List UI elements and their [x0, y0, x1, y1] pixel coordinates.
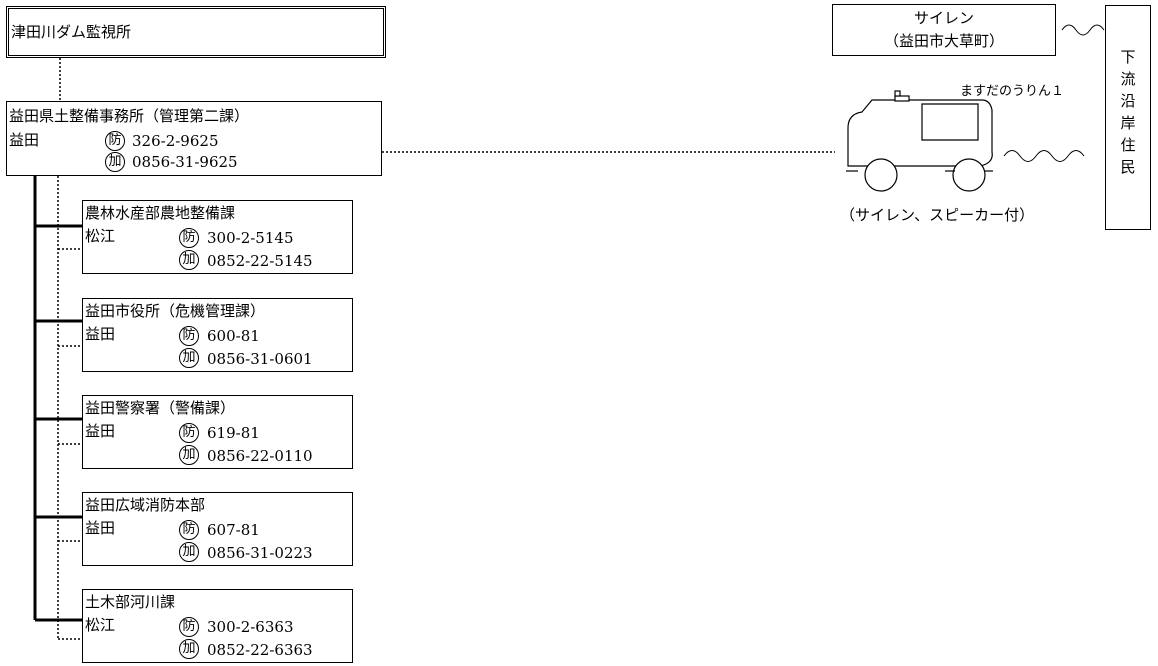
siren-label: サイレン	[913, 9, 974, 27]
contact-name: 益田市役所（危機管理課）	[85, 302, 266, 320]
monitor-title: 津田川ダム監視所	[11, 23, 132, 41]
contact-phone-secondary: 0856-31-0223	[207, 544, 313, 562]
residents-char: 下	[1120, 48, 1136, 66]
contact-phone-secondary: 0856-31-0601	[207, 350, 313, 368]
office-name: 益田県土整備事務所（管理第二課）	[9, 107, 250, 125]
residents-char: 住	[1120, 136, 1136, 154]
contact-box-0: 農林水産部農地整備課 松江 防 300-2-5145 加 0852-22-514…	[82, 200, 353, 274]
contact-phone-secondary: 0852-22-5145	[207, 252, 313, 270]
phone-mark-icon: 防	[105, 131, 125, 151]
contact-name: 土木部河川課	[85, 593, 176, 611]
contact-location: 益田	[85, 519, 116, 537]
phone-mark-icon: 加	[179, 348, 199, 368]
contact-name: 農林水産部農地整備課	[85, 204, 236, 222]
contact-box-1: 益田市役所（危機管理課） 益田 防 600-81 加 0856-31-0601	[82, 298, 353, 372]
siren-box: サイレン （益田市大草町）	[832, 4, 1056, 56]
contact-location: 松江	[85, 616, 116, 634]
phone-mark-icon: 防	[179, 617, 199, 637]
residents-char: 流	[1120, 70, 1136, 88]
contact-box-4: 土木部河川課 松江 防 300-2-6363 加 0852-22-6363	[82, 589, 353, 663]
contact-phone-primary: 600-81	[207, 327, 260, 345]
contact-location: 松江	[85, 227, 116, 245]
office-phone-primary: 326-2-9625	[132, 132, 219, 150]
residents-box: 下 流 沿 岸 住 民	[1105, 5, 1151, 230]
main-office-box: 益田県土整備事務所（管理第二課） 益田 防 326-2-9625 加 0856-…	[6, 101, 382, 176]
contact-phone-primary: 607-81	[207, 521, 260, 539]
contact-phone-primary: 300-2-5145	[207, 229, 294, 247]
car-wave	[1003, 150, 1085, 162]
phone-mark-icon: 加	[179, 639, 199, 659]
residents-label: 下 流 沿 岸 住 民	[1106, 46, 1150, 178]
monitor-box: 津田川ダム監視所	[6, 6, 386, 58]
phone-mark-icon: 防	[179, 228, 199, 248]
patrol-car-icon	[846, 90, 993, 192]
phone-mark-icon: 加	[105, 152, 125, 172]
residents-char: 民	[1120, 158, 1136, 176]
contact-location: 益田	[85, 422, 116, 440]
phone-mark-icon: 防	[179, 326, 199, 346]
contact-name: 益田警察署（警備課）	[85, 399, 236, 417]
patrol-car-name: ますだのうりん１	[960, 84, 1065, 99]
contact-phone-secondary: 0852-22-6363	[207, 641, 313, 659]
office-phone-secondary: 0856-31-9625	[132, 153, 238, 171]
residents-char: 岸	[1120, 114, 1136, 132]
contact-phone-primary: 300-2-6363	[207, 618, 294, 636]
contact-phone-primary: 619-81	[207, 424, 260, 442]
contact-box-2: 益田警察署（警備課） 益田 防 619-81 加 0856-22-0110	[82, 395, 353, 469]
contact-box-3: 益田広域消防本部 益田 防 607-81 加 0856-31-0223	[82, 492, 353, 566]
phone-mark-icon: 加	[179, 445, 199, 465]
contact-phone-secondary: 0856-22-0110	[207, 447, 313, 465]
residents-char: 沿	[1120, 92, 1136, 110]
office-location: 益田	[9, 131, 40, 149]
contact-name: 益田広域消防本部	[85, 496, 206, 514]
contact-location: 益田	[85, 325, 116, 343]
siren-location: （益田市大草町）	[883, 32, 1004, 50]
phone-mark-icon: 加	[179, 542, 199, 562]
patrol-car-caption: （サイレン、スピーカー付）	[840, 206, 1035, 224]
phone-mark-icon: 防	[179, 423, 199, 443]
siren-wave	[1061, 24, 1105, 36]
phone-mark-icon: 防	[179, 520, 199, 540]
phone-mark-icon: 加	[179, 250, 199, 270]
